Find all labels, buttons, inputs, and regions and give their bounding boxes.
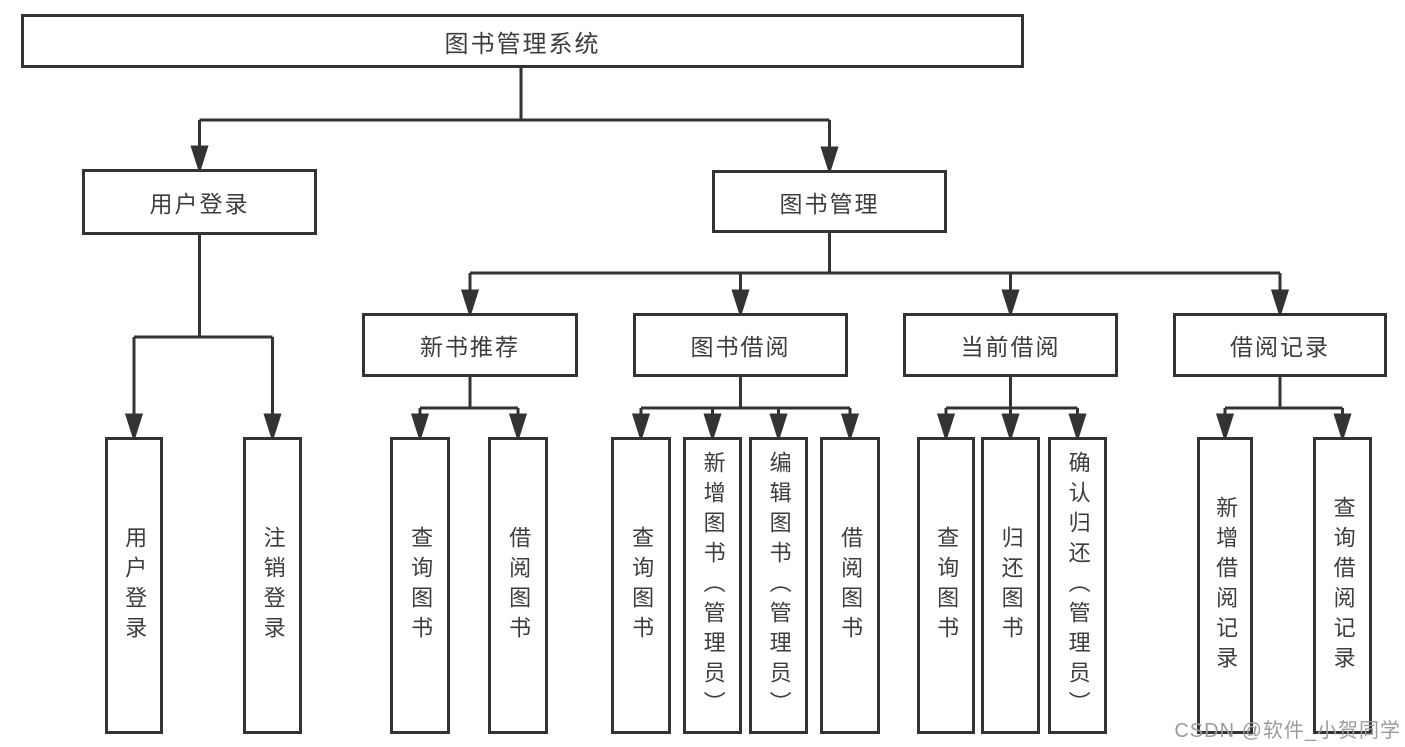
node-borrow-records: 借阅记录	[1173, 313, 1387, 377]
arrowhead	[731, 289, 750, 318]
connector-borrow-records-to-leaves	[1215, 377, 1352, 442]
leaf-borrow-books-recommend: 借阅图书	[488, 437, 548, 734]
arrowhead	[820, 146, 839, 175]
node-label: 新增借阅记录	[1213, 495, 1239, 676]
arrowhead	[1215, 413, 1235, 442]
node-new-book-recommend: 新书推荐	[362, 313, 578, 377]
arrowhead	[631, 413, 651, 442]
node-label: 新书推荐	[420, 334, 520, 360]
leaf-return-book: 归还图书	[981, 437, 1040, 734]
node-library-management-system: 图书管理系统	[21, 14, 1024, 68]
arrowhead	[190, 145, 209, 174]
leaf-query-books-current: 查询图书	[917, 437, 975, 734]
arrowhead	[769, 413, 788, 442]
arrowhead	[936, 413, 956, 442]
arrowhead	[1001, 413, 1020, 442]
arrowhead	[1001, 289, 1020, 318]
node-label: 当前借阅	[960, 334, 1061, 360]
node-label: 编辑图书（管理员）	[766, 450, 792, 721]
node-label: 归还图书	[998, 525, 1024, 646]
leaf-confirm-return-admin: 确认归还（管理员）	[1048, 437, 1107, 734]
node-label: 借阅图书	[506, 525, 532, 646]
leaf-query-books-borrowing: 查询图书	[611, 437, 671, 734]
node-label: 查询图书	[408, 525, 434, 646]
node-label: 图书借阅	[690, 334, 791, 360]
leaf-add-book-admin: 新增图书（管理员）	[683, 437, 742, 734]
leaf-logout: 注销登录	[243, 437, 302, 734]
node-book-borrowing: 图书借阅	[633, 313, 848, 377]
node-label: 用户登录	[149, 191, 250, 217]
arrowhead	[840, 413, 860, 442]
arrowhead	[410, 413, 430, 442]
arrowhead	[460, 289, 480, 318]
arrowhead	[124, 413, 144, 442]
arrowhead	[703, 413, 722, 442]
node-book-management: 图书管理	[712, 170, 947, 233]
connector-new-book-recommend-to-leaves	[410, 377, 528, 442]
connector-book-management-to-level3	[460, 233, 1290, 318]
arrowhead	[1068, 413, 1087, 442]
csdn-watermark: CSDN @软件_小贺同学	[1174, 720, 1401, 742]
node-label: 查询图书	[934, 525, 960, 646]
node-label: 注销登录	[260, 525, 286, 646]
node-label: 查询图书	[629, 525, 655, 646]
leaf-query-borrow-record: 查询借阅记录	[1313, 437, 1372, 734]
node-label: 新增图书（管理员）	[700, 450, 726, 721]
arrowhead	[1270, 289, 1290, 318]
arrowhead	[508, 413, 528, 442]
node-label: 查询借阅记录	[1330, 495, 1356, 676]
node-label: 图书管理系统	[444, 30, 601, 58]
connector-current-borrowing-to-leaves	[936, 377, 1087, 442]
arrowhead	[1333, 413, 1352, 442]
leaf-edit-book-admin: 编辑图书（管理员）	[749, 437, 808, 734]
node-label: 确认归还（管理员）	[1065, 450, 1091, 721]
node-user-login: 用户登录	[82, 169, 317, 235]
leaf-borrow-books-borrowing: 借阅图书	[820, 437, 880, 734]
leaf-query-books-recommend: 查询图书	[390, 437, 450, 734]
node-label: 借阅图书	[838, 525, 864, 646]
node-label: 图书管理	[779, 190, 880, 217]
leaf-user-login: 用户登录	[105, 437, 163, 734]
connector-user-login-to-leaves	[124, 235, 282, 442]
arrowhead	[263, 413, 282, 442]
connector-root-to-level2	[190, 68, 839, 175]
connector-book-borrowing-to-leaves	[631, 377, 860, 442]
leaf-add-borrow-record: 新增借阅记录	[1197, 437, 1253, 734]
node-current-borrowing: 当前借阅	[903, 313, 1118, 377]
node-label: 用户登录	[122, 525, 148, 646]
node-label: 借阅记录	[1230, 334, 1330, 360]
